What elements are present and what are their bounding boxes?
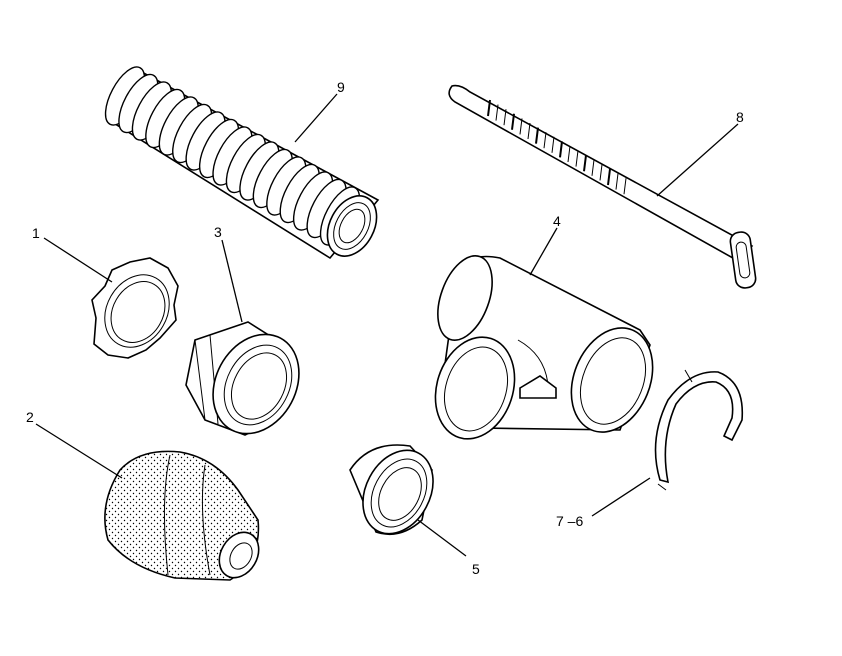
tie-tooth [583,155,587,172]
tie-tooth [615,173,619,190]
tie-tooth [551,136,555,153]
part-6-7-clip [654,369,744,491]
tie-tooth [599,164,603,181]
callout-7-6: 7 –6 [556,513,583,529]
tie-tooth [575,150,579,167]
tie-tooth [495,104,499,121]
tie-tooth [623,178,627,195]
callout-9: 9 [337,79,345,95]
part-8-cable-tie [448,84,757,289]
callout-labels: 9 8 1 3 4 2 5 7 –6 [26,79,744,577]
tie-tooth [487,99,491,117]
callout-1: 1 [32,225,40,241]
tie-tooth [519,118,523,135]
part-2-boot [104,450,260,581]
part-1-locknut [91,257,179,359]
leader-lines [35,93,739,557]
callout-4: 4 [553,213,561,229]
tie-tooth [503,109,507,126]
tie-tooth [567,145,571,163]
part-9-corrugated-conduit [104,66,380,260]
tie-tooth [535,127,539,144]
callout-2: 2 [26,409,34,425]
tie-tooth [527,122,531,140]
part-3-connector-fitting [185,321,300,436]
tie-tooth [511,113,515,130]
tie-tooth [559,141,563,158]
callout-8: 8 [736,109,744,125]
part-5-grommet [349,444,434,536]
callout-3: 3 [214,224,222,240]
tie-tooth [591,159,595,176]
callout-5: 5 [472,561,480,577]
part-4-tee-fitting [434,255,654,440]
tie-tooth [607,168,611,186]
tie-tooth [543,132,547,149]
